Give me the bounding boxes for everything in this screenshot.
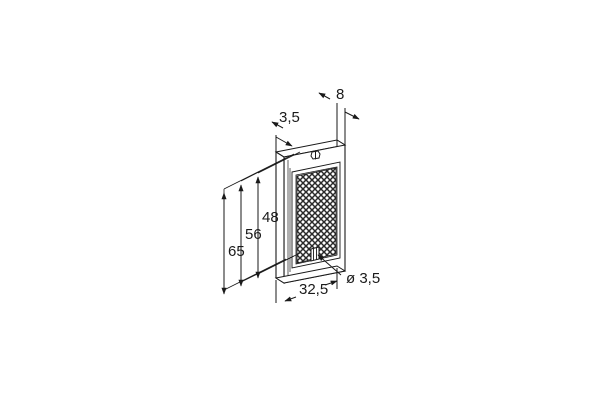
vertical-dimensions (221, 176, 261, 295)
body-bottom-edge (274, 265, 347, 284)
top-dimensions (271, 92, 360, 153)
bezel-highlight-lines (287, 160, 291, 281)
dimension-labels: 65 56 48 3,5 8 32,5 ø 3,5 (228, 86, 380, 298)
bottom-dimensions (275, 254, 342, 303)
dimension-label-48: 48 (262, 209, 279, 226)
reflective-face (296, 167, 337, 264)
dimarrow-8-right (344, 111, 360, 120)
dimarrow-325-left (284, 296, 297, 302)
dimarrow-325-right (324, 280, 338, 286)
dimension-label-hole-diameter: ø 3,5 (346, 270, 380, 287)
dimension-label-3-5: 3,5 (279, 109, 300, 126)
dimarrow-8-left (318, 92, 331, 100)
dimension-label-65: 65 (228, 243, 245, 260)
dimarrow-35-left (271, 121, 284, 129)
extension-lines (223, 151, 301, 291)
mounting-hole-bottom (310, 246, 320, 262)
reflector-body (274, 139, 347, 284)
dimension-label-56: 56 (245, 226, 262, 243)
dimarrow-35-right (275, 136, 293, 147)
dimension-label-8: 8 (336, 86, 344, 103)
mounting-hole-top (310, 150, 321, 160)
leader-hole-diameter (317, 254, 342, 276)
dimension-label-32-5: 32,5 (299, 281, 328, 298)
